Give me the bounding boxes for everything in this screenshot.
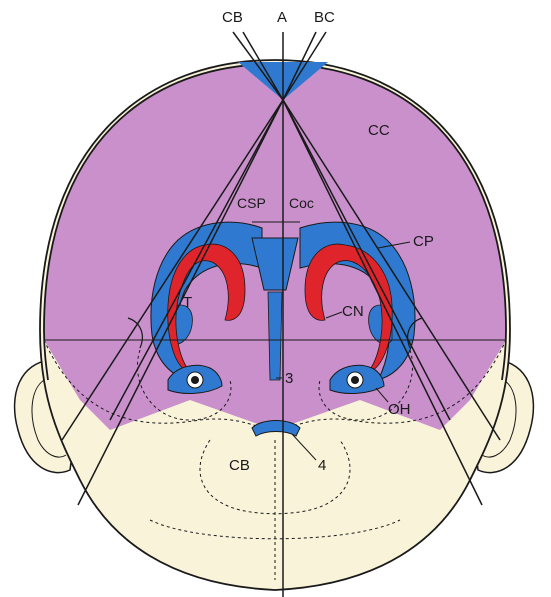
label-four: 4 [318, 457, 326, 474]
third-ventricle [268, 292, 282, 380]
label-oh: OH [388, 401, 411, 418]
label-csp: CSP [237, 195, 266, 211]
label-bc-top: BC [314, 9, 335, 26]
label-cb-bottom: CB [229, 457, 250, 474]
label-cc: CC [368, 122, 390, 139]
label-coc: Coc [289, 195, 314, 211]
label-three: 3 [285, 370, 293, 387]
label-t: T [183, 294, 192, 311]
label-cb-top: CB [222, 9, 243, 26]
label-cn: CN [342, 303, 364, 320]
label-a-top: A [277, 9, 287, 26]
label-cp: CP [413, 233, 434, 250]
